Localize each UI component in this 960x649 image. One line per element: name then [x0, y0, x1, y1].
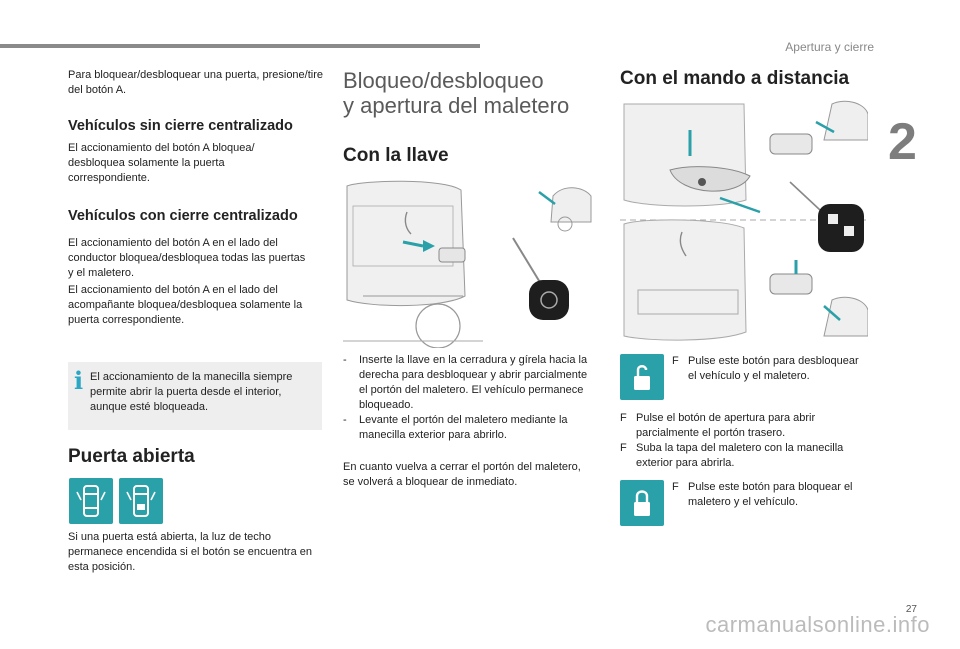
- intro-text: Para bloquear/desbloquear una puerta, pr…: [68, 69, 324, 96]
- section-title-maletero: Bloqueo/desbloqueo y apertura del malete…: [343, 68, 570, 118]
- text-sin-cierre: El accionamiento del botón A bloquea/ de…: [68, 142, 255, 184]
- page-number: 27: [905, 604, 917, 615]
- remote-steps: F Pulse el botón de apertura para abrir …: [620, 411, 870, 471]
- text-puerta-abierta: Si una puerta está abierta, la luz de te…: [68, 531, 313, 573]
- info-icon: i: [74, 366, 84, 395]
- unlock-instruction: F Pulse este botón para desbloquear el v…: [672, 355, 859, 382]
- header-rule: [0, 44, 480, 48]
- llave-closing-text: En cuanto vuelva a cerrar el portón del …: [343, 461, 581, 488]
- remote-step-1: Pulse el botón de apertura para abrir pa…: [636, 412, 816, 439]
- lock-instruction: F Pulse este botón para bloquear el male…: [672, 481, 853, 508]
- heading-con-la-llave: Con la llave: [343, 145, 449, 166]
- unlock-padlock-icon: [620, 354, 664, 400]
- lock-padlock-icon: [620, 480, 664, 526]
- heading-con-cierre: Vehículos con cierre centralizado: [68, 208, 298, 224]
- door-switch-unlocked-icon: [69, 478, 113, 524]
- heading-puerta-abierta: Puerta abierta: [68, 446, 195, 467]
- llave-bullets: - Inserte la llave en la cerradura y gír…: [343, 353, 598, 443]
- section-title: Apertura y cierre: [785, 40, 874, 54]
- heading-sin-cierre: Vehículos sin cierre centralizado: [68, 118, 293, 134]
- text-con-cierre-1: El accionamiento del botón A en el lado …: [68, 237, 306, 279]
- remote-trunk-illustration: [620, 100, 868, 348]
- llave-step-1: Inserte la llave en la cerradura y gírel…: [359, 354, 588, 411]
- llave-step-2: Levante el portón del maletero mediante …: [359, 414, 568, 441]
- remote-step-2: Suba la tapa del maletero con la manecil…: [636, 442, 844, 469]
- heading-mando-distancia: Con el mando a distancia: [620, 68, 850, 89]
- watermark: carmanualsonline.info: [705, 612, 930, 637]
- info-text: El accionamiento de la manecilla siempre…: [90, 371, 293, 413]
- chapter-number: 2: [888, 113, 917, 171]
- key-trunk-illustration: [343, 176, 593, 348]
- door-switch-locked-icon: [119, 478, 163, 524]
- info-box: [68, 362, 322, 430]
- text-con-cierre-2: El accionamiento del botón A en el lado …: [68, 284, 303, 326]
